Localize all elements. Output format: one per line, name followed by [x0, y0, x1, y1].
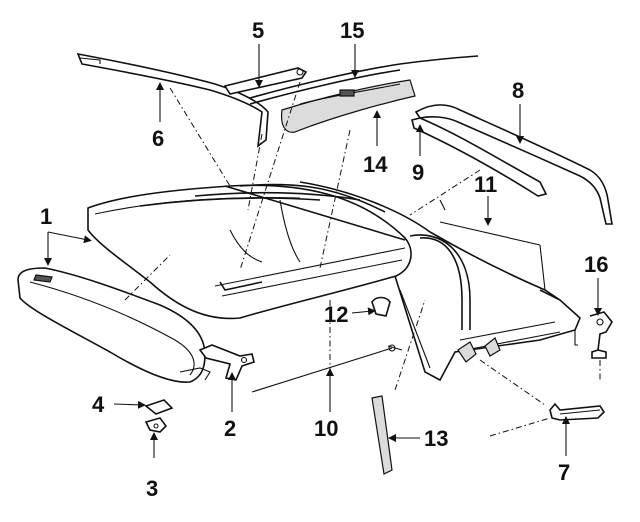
- callout-16: 16: [584, 252, 608, 277]
- callout-13: 13: [424, 426, 448, 451]
- part-16-bolt: [589, 311, 613, 359]
- callout-8: 8: [512, 78, 524, 103]
- callout-5: 5: [252, 18, 264, 43]
- part-14-pad: [280, 79, 416, 133]
- part-12-latch: [371, 296, 391, 317]
- callout-arrows: [44, 44, 602, 458]
- callout-6: 6: [152, 126, 164, 151]
- part-3-fastener: [144, 417, 168, 433]
- callout-15: 15: [340, 18, 364, 43]
- part-2-bracket: [198, 344, 255, 381]
- callout-4: 4: [92, 392, 105, 417]
- part-7-rear-latch: [489, 402, 606, 437]
- part-6-header-rail: [76, 52, 269, 148]
- callout-7: 7: [558, 460, 570, 485]
- callout-1: 1: [40, 204, 52, 229]
- callout-14: 14: [363, 152, 388, 177]
- callout-2: 2: [224, 416, 236, 441]
- callout-11: 11: [474, 172, 497, 197]
- callout-9: 9: [412, 160, 424, 185]
- part-5-link-rod: [223, 67, 308, 95]
- callout-10: 10: [314, 416, 338, 441]
- cables: [251, 199, 446, 393]
- callout-12: 12: [324, 302, 348, 327]
- callout-labels: 1 2 3 4 5 6 7 8 9 10 11 12 13 14 15 16: [40, 18, 608, 501]
- leader-lines: [124, 81, 601, 406]
- part-4-clip: [144, 399, 174, 415]
- part-8-side-weatherstrip: [414, 104, 613, 225]
- part-15-front-bow: [249, 55, 479, 105]
- part-9-retainer: [411, 117, 548, 197]
- callout-3: 3: [146, 476, 158, 501]
- part-13-pillar-trim: [371, 395, 393, 475]
